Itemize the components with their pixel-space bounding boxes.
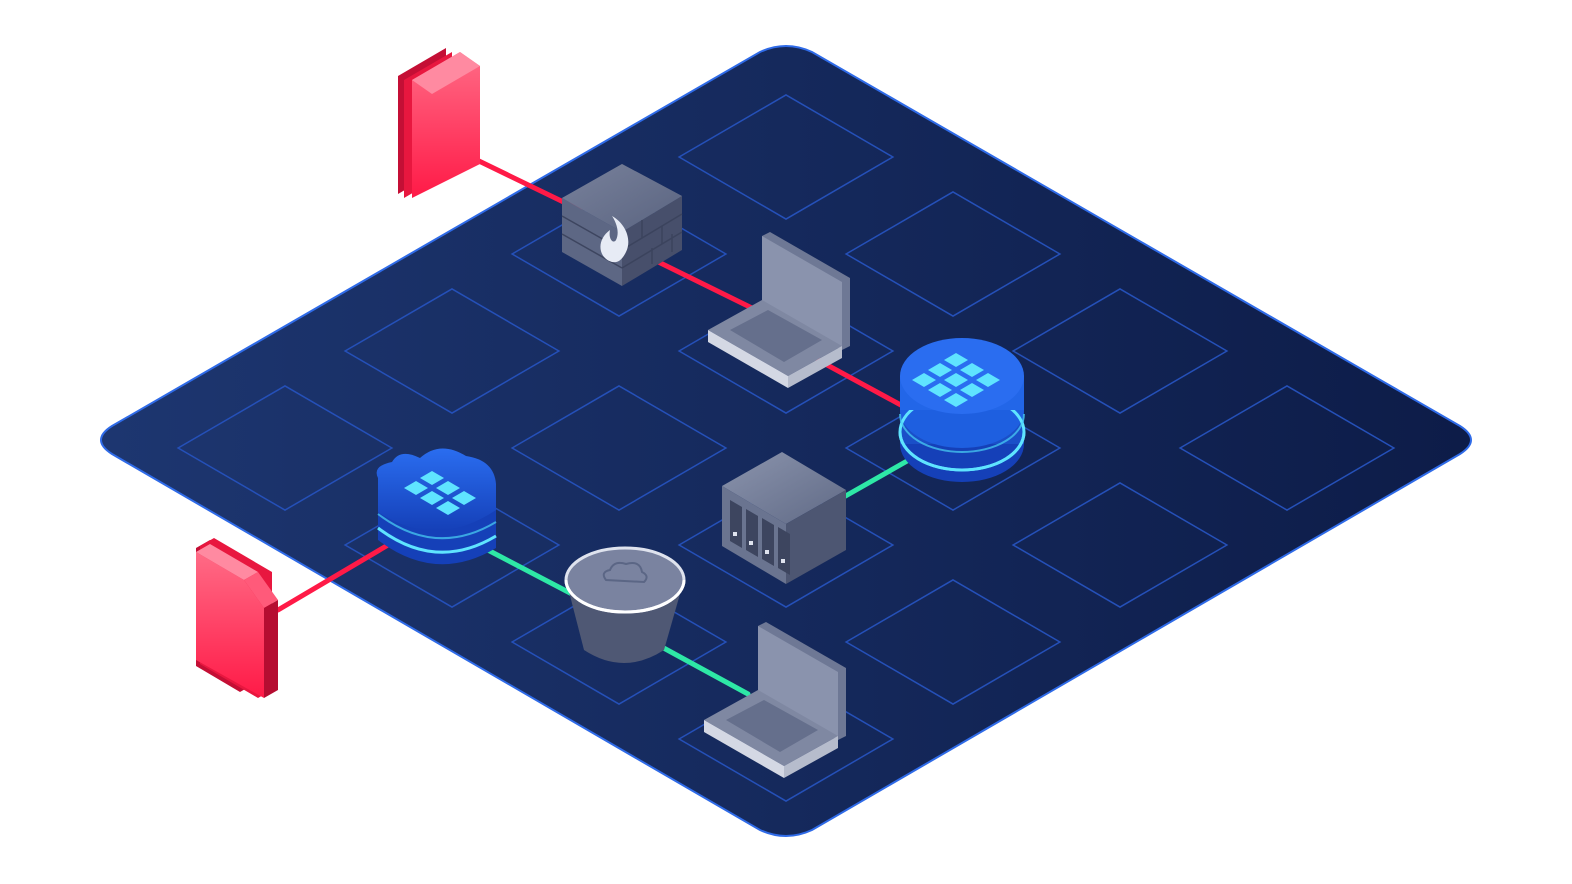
flame-icon <box>600 216 629 263</box>
board-surface <box>100 45 1472 837</box>
isometric-board <box>100 45 1472 837</box>
board-tile <box>1178 385 1396 511</box>
database-icon <box>898 338 1026 482</box>
board-tile <box>176 385 394 511</box>
board-tile <box>844 579 1062 705</box>
cloud-storage-icon <box>376 448 497 565</box>
laptop-icon <box>704 622 846 778</box>
board-tile <box>1011 482 1229 608</box>
board-tile <box>510 385 728 511</box>
board-tile <box>844 191 1062 317</box>
threat-document-icon <box>398 48 480 198</box>
board-tiles <box>176 94 1396 802</box>
board-tile <box>343 288 561 414</box>
firewall-icon <box>561 164 683 286</box>
board-tile <box>677 94 895 220</box>
threat-link-laptop-database <box>815 357 913 413</box>
board-tile <box>510 579 728 705</box>
threat-file-icon <box>196 538 278 698</box>
cloud-bucket-icon <box>564 546 686 663</box>
board-tile <box>1011 288 1229 414</box>
laptop-icon <box>708 232 850 388</box>
server-icon <box>722 452 846 584</box>
board-tile <box>677 482 895 608</box>
cloud-outline-icon <box>602 561 648 584</box>
secure-link-cloud-bucket <box>481 545 575 597</box>
secure-link-bucket-laptop <box>657 643 751 697</box>
board-tile <box>510 191 728 317</box>
